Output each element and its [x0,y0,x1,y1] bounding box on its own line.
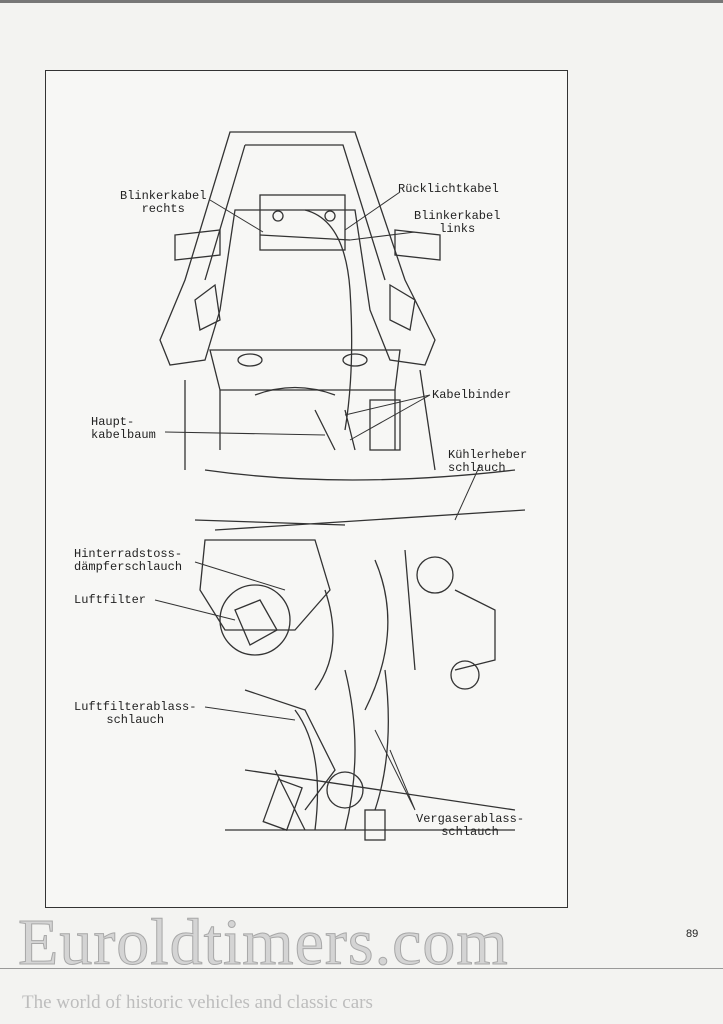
label-blinkerkabel-links: Blinkerkabel links [414,209,501,236]
watermark-divider [0,968,723,969]
label-ruecklichtkabel: Rücklichtkabel [398,182,499,196]
watermark-title: Euroldtimers.com [18,906,509,980]
label-vergaserablassschlauch: Vergaserablass- schlauch [416,812,525,839]
engine-drawing [194,469,526,841]
watermark-tagline: The world of historic vehicles and class… [22,992,373,1013]
label-kabelbinder: Kabelbinder [432,388,512,402]
label-luftfilter: Luftfilter [74,593,147,607]
page-number: 89 [686,928,699,940]
motorcycle-wiring-diagram [154,131,526,841]
label-luftfilterablassschlauch: Luftfilterablass- schlauch [74,700,197,727]
label-hauptkabelbaum: Haupt- kabelbaum [91,415,156,442]
leader-lines [154,191,481,811]
scan-edge [0,0,723,3]
label-kuehlerheber-schlauch: Kühlerheber schlauch [448,448,528,475]
label-blinkerkabel-rechts: Blinkerkabel rechts [120,189,207,216]
label-hinterradstossdaempferschlauch: Hinterradstoss- dämpferschlauch [74,547,183,574]
rear-frame-drawing [159,131,441,471]
